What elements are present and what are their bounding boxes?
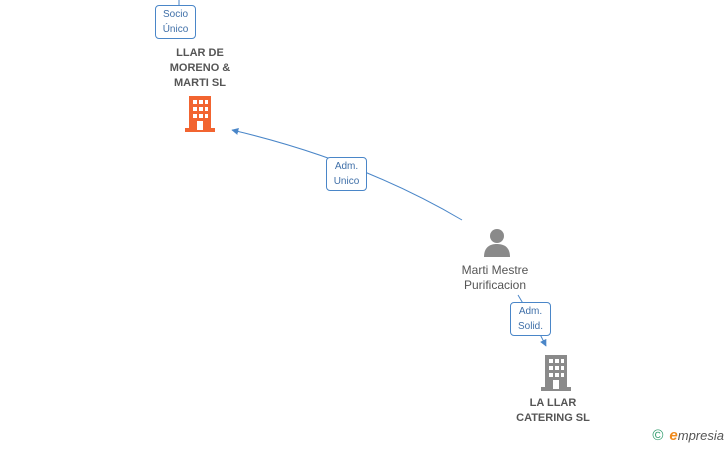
edge-label-socio-unico: Socio Único xyxy=(155,5,196,39)
edge-label-adm-unico: Adm. Unico xyxy=(326,157,367,191)
brand-logo-e: e xyxy=(669,427,678,444)
person-name-marti-mestre[interactable]: Marti Mestre Purificacion xyxy=(461,263,529,292)
edge-label-adm-solid: Adm. Solid. xyxy=(510,302,551,336)
building-icon[interactable] xyxy=(184,96,216,132)
person-icon[interactable] xyxy=(482,227,512,257)
company-name-la-llar-catering[interactable]: LA LLAR CATERING SL xyxy=(516,397,590,424)
edge-label-line: Socio xyxy=(162,9,188,20)
edge-label-line: Adm. xyxy=(518,306,543,317)
brand-logo-text: mpresia xyxy=(677,428,724,443)
edge-label-line: Único xyxy=(162,24,189,35)
building-icon[interactable] xyxy=(540,355,572,391)
copyright-symbol: © xyxy=(652,427,664,444)
edge-label-line: Solid. xyxy=(517,321,543,332)
company-name-llar-de-moreno[interactable]: LLAR DE MORENO & MARTI SL xyxy=(169,47,231,89)
edge-label-line: Unico xyxy=(333,176,360,187)
edge-label-line: Adm. xyxy=(334,161,359,172)
brand-footer: © empresia xyxy=(652,427,724,444)
